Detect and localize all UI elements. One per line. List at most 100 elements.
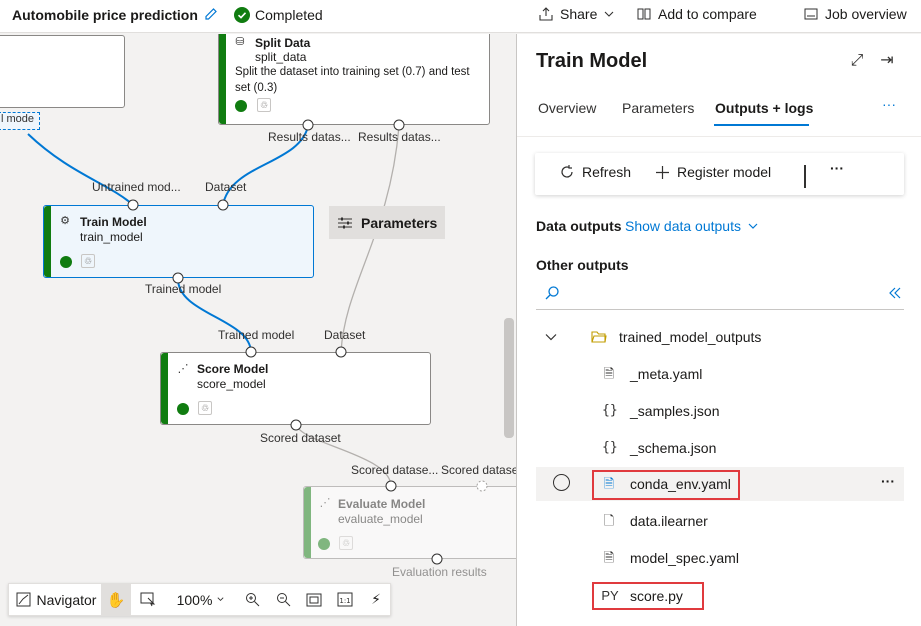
pipeline-canvas[interactable]: l mode ⛁ Split Data split_data Split the… [0, 34, 516, 626]
compare-icon [637, 8, 651, 20]
zoom-level: 100% [176, 591, 213, 608]
reuse-icon: ♲ [198, 401, 212, 415]
data-outputs-label: Data outputs [536, 218, 622, 234]
fit-to-screen-button[interactable] [303, 584, 325, 615]
job-overview-button[interactable]: Job overview [803, 6, 907, 22]
parameters-label: Parameters [361, 214, 438, 231]
file-row[interactable]: 🗋 data.ilearner [536, 504, 904, 538]
refresh-label: Refresh [582, 164, 632, 180]
port-label: Scored dataset [441, 463, 516, 477]
score-model-icon: ⋰ [177, 363, 189, 375]
port-label: Trained model [218, 328, 295, 342]
zoom-in-button[interactable] [241, 584, 263, 615]
refresh-icon [561, 165, 573, 178]
yaml-file-icon: 🗎 [603, 476, 615, 491]
node-subtitle: evaluate_model [338, 512, 423, 526]
train-model-icon: ⚙ [60, 215, 70, 227]
zoom-level-dropdown[interactable]: 100% [173, 584, 229, 615]
connections [27, 125, 400, 487]
parameters-button[interactable]: Parameters [329, 206, 445, 239]
file-row[interactable]: PY score.py [536, 579, 904, 613]
share-label: Share [560, 6, 598, 22]
pan-tool-button[interactable]: ✋ [101, 584, 131, 615]
collapse-panel-icon[interactable]: ⇥ [880, 52, 894, 69]
folder-row[interactable]: trained_model_outputs [536, 320, 904, 354]
status-bar [219, 34, 226, 124]
toolbar-separator [804, 165, 806, 188]
actual-size-button[interactable]: 1:1 [334, 584, 356, 615]
more-tabs-icon[interactable]: ··· [882, 96, 896, 112]
node-subtitle: split_data [255, 50, 307, 64]
file-icon: 🗋 [603, 513, 615, 528]
port-label: Results datas... [358, 130, 441, 144]
status-bar [304, 487, 311, 558]
pipeline-title: Automobile price prediction [12, 7, 198, 23]
tab-parameters[interactable]: Parameters [622, 100, 695, 116]
reuse-icon: ♲ [81, 254, 95, 268]
success-check-icon [60, 256, 72, 268]
linear-regression-node[interactable] [0, 35, 125, 108]
refresh-button[interactable]: Refresh [559, 164, 631, 180]
details-panel: Train Model ⤢ ⇥ Overview Parameters Outp… [516, 34, 921, 626]
outputs-toolbar: Refresh Register model ··· [535, 153, 904, 195]
file-row[interactable]: 🗎 _meta.yaml [536, 357, 904, 391]
port-label: Dataset [324, 328, 366, 342]
auto-layout-icon: ⚡ [371, 591, 381, 607]
job-overview-label: Job overview [825, 6, 907, 22]
chevron-down-icon [545, 334, 557, 341]
reuse-icon: ♲ [257, 98, 271, 112]
collapse-all-icon[interactable] [888, 286, 902, 300]
port-label: Scored datase... [351, 463, 439, 477]
status-bar [161, 353, 168, 424]
train-model-node[interactable]: ⚙ Train Model train_model ♲ [43, 205, 314, 278]
register-model-button[interactable]: Register model [655, 164, 771, 180]
plus-icon [656, 165, 669, 179]
more-options-icon[interactable]: ··· [830, 160, 844, 176]
folder-open-icon [591, 331, 607, 343]
port-label: Trained model [145, 282, 222, 296]
port-label: Scored dataset [260, 431, 341, 445]
navigator-button[interactable]: Navigator [13, 584, 99, 615]
file-row[interactable]: {} _samples.json [536, 394, 904, 428]
tab-outputs-logs[interactable]: Outputs + logs [715, 100, 814, 116]
add-to-compare-label: Add to compare [658, 6, 757, 22]
edit-pencil-icon[interactable] [203, 6, 219, 22]
add-to-compare-button[interactable]: Add to compare [636, 6, 757, 22]
chevron-down-icon [217, 597, 224, 602]
tab-overview[interactable]: Overview [538, 100, 597, 116]
register-model-label: Register model [677, 164, 772, 180]
zoom-in-icon [245, 593, 259, 607]
file-row[interactable]: {} _schema.json [536, 431, 904, 465]
file-search-input[interactable] [536, 280, 904, 310]
file-row[interactable]: 🗎 model_spec.yaml [536, 541, 904, 575]
canvas-scrollbar[interactable] [504, 318, 514, 438]
node-subtitle: train_model [80, 230, 143, 244]
node-description: Split the dataset into training set (0.7… [235, 66, 470, 94]
evaluate-model-node[interactable]: ⋰ Evaluate Model evaluate_model ♲ [303, 486, 516, 559]
status-bar [44, 206, 51, 277]
navigator-label: Navigator [36, 591, 97, 608]
show-data-outputs-text: Show data outputs [625, 218, 741, 234]
row-more-icon[interactable]: ··· [881, 473, 895, 489]
share-button[interactable]: Share [538, 6, 615, 22]
file-row[interactable]: 🗎 conda_env.yaml ··· [536, 467, 904, 501]
zoom-out-button[interactable] [272, 584, 294, 615]
file-name: _samples.json [630, 403, 720, 419]
select-radio[interactable] [553, 474, 570, 491]
select-tool-button[interactable] [133, 584, 163, 615]
show-data-outputs-link[interactable]: Show data outputs [625, 218, 759, 234]
highlight-box [592, 470, 740, 500]
actual-size-icon: 1:1 [337, 592, 353, 607]
file-name: _schema.json [630, 440, 717, 456]
auto-layout-button[interactable]: ⚡ [365, 584, 387, 615]
success-check-icon [318, 538, 330, 550]
split-data-node[interactable]: ⛁ Split Data split_data Split the datase… [218, 34, 490, 125]
expand-icon[interactable]: ⤢ [850, 52, 864, 69]
node-title: Score Model [197, 362, 269, 376]
file-name: _meta.yaml [630, 366, 703, 382]
zoom-out-icon [276, 593, 290, 607]
evaluate-model-icon: ⋰ [319, 497, 331, 509]
score-model-node[interactable]: ⋰ Score Model score_model ♲ [160, 352, 431, 425]
file-name: data.ilearner [630, 513, 708, 529]
search-icon [545, 286, 559, 300]
